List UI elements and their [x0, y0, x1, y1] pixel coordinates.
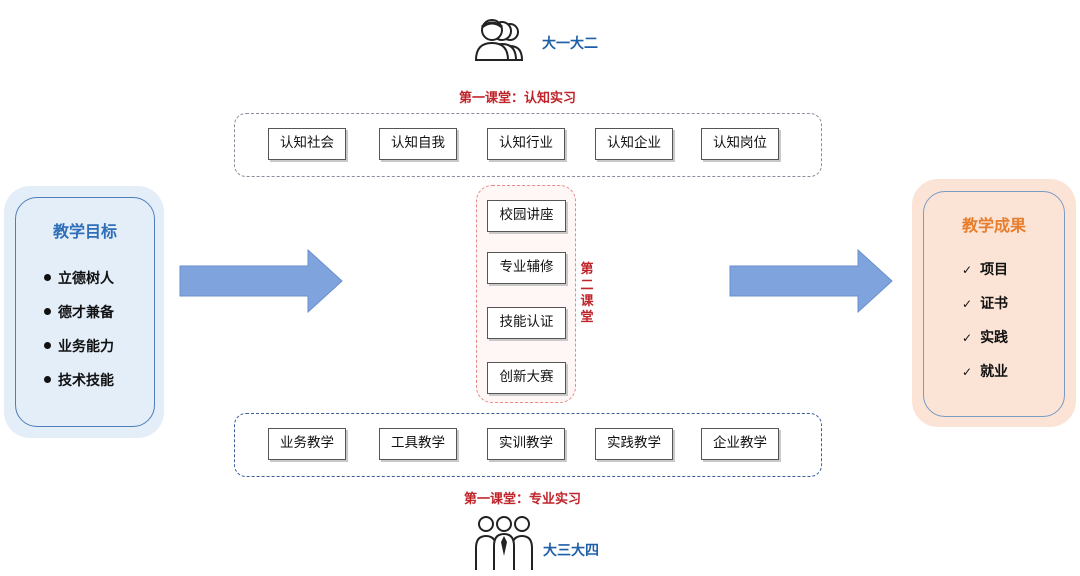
goals-panel-border [15, 197, 155, 427]
people-group-icon [474, 19, 524, 61]
top-row-container [234, 113, 822, 177]
mid-item-4: 创新大赛 [487, 362, 566, 394]
second-classroom-label: 第 二 课 堂 [580, 262, 594, 325]
goal-item-1: 立德树人 [44, 268, 114, 288]
bottom-item-5: 企业教学 [701, 428, 779, 460]
top-item-1: 认知社会 [268, 128, 346, 160]
years-label-top: 大一大二 [542, 36, 598, 52]
bottom-item-3: 实训教学 [487, 428, 565, 460]
check-icon: ✓ [962, 263, 973, 277]
goals-title: 教学目标 [52, 222, 117, 241]
check-icon: ✓ [962, 297, 973, 311]
bottom-item-4: 实践教学 [595, 428, 673, 460]
goal-item-3: 业务能力 [44, 336, 114, 356]
bottom-item-2: 工具教学 [379, 428, 457, 460]
mid-item-3: 技能认证 [487, 307, 566, 339]
people-team-icon [475, 516, 533, 570]
mid-item-1: 校园讲座 [487, 200, 566, 232]
outcome-item-3: ✓实践 [962, 330, 1009, 346]
outcome-item-4: ✓就业 [962, 364, 1009, 380]
mid-item-2: 专业辅修 [487, 252, 566, 284]
outcomes-title: 教学成果 [961, 216, 1026, 235]
bottom-item-1: 业务教学 [268, 428, 346, 460]
arrow-right-icon [729, 248, 893, 314]
top-item-4: 认知企业 [595, 128, 673, 160]
goal-item-2: 德才兼备 [44, 302, 114, 322]
outcomes-panel [912, 179, 1076, 427]
section-label-top: 第一课堂：认知实习 [459, 91, 577, 106]
check-icon: ✓ [962, 365, 973, 379]
years-label-bottom: 大三大四 [543, 543, 599, 559]
top-item-2: 认知自我 [379, 128, 457, 160]
goal-item-4: 技术技能 [44, 370, 114, 390]
check-icon: ✓ [962, 331, 973, 345]
top-item-3: 认知行业 [487, 128, 565, 160]
outcomes-panel-border [923, 191, 1065, 417]
arrow-right-icon [179, 248, 343, 314]
top-item-5: 认知岗位 [701, 128, 779, 160]
outcome-item-2: ✓证书 [962, 296, 1009, 312]
goals-panel [4, 186, 164, 438]
bottom-row-container [234, 413, 822, 477]
outcome-item-1: ✓项目 [962, 262, 1009, 278]
section-label-bottom: 第一课堂：专业实习 [464, 492, 582, 507]
